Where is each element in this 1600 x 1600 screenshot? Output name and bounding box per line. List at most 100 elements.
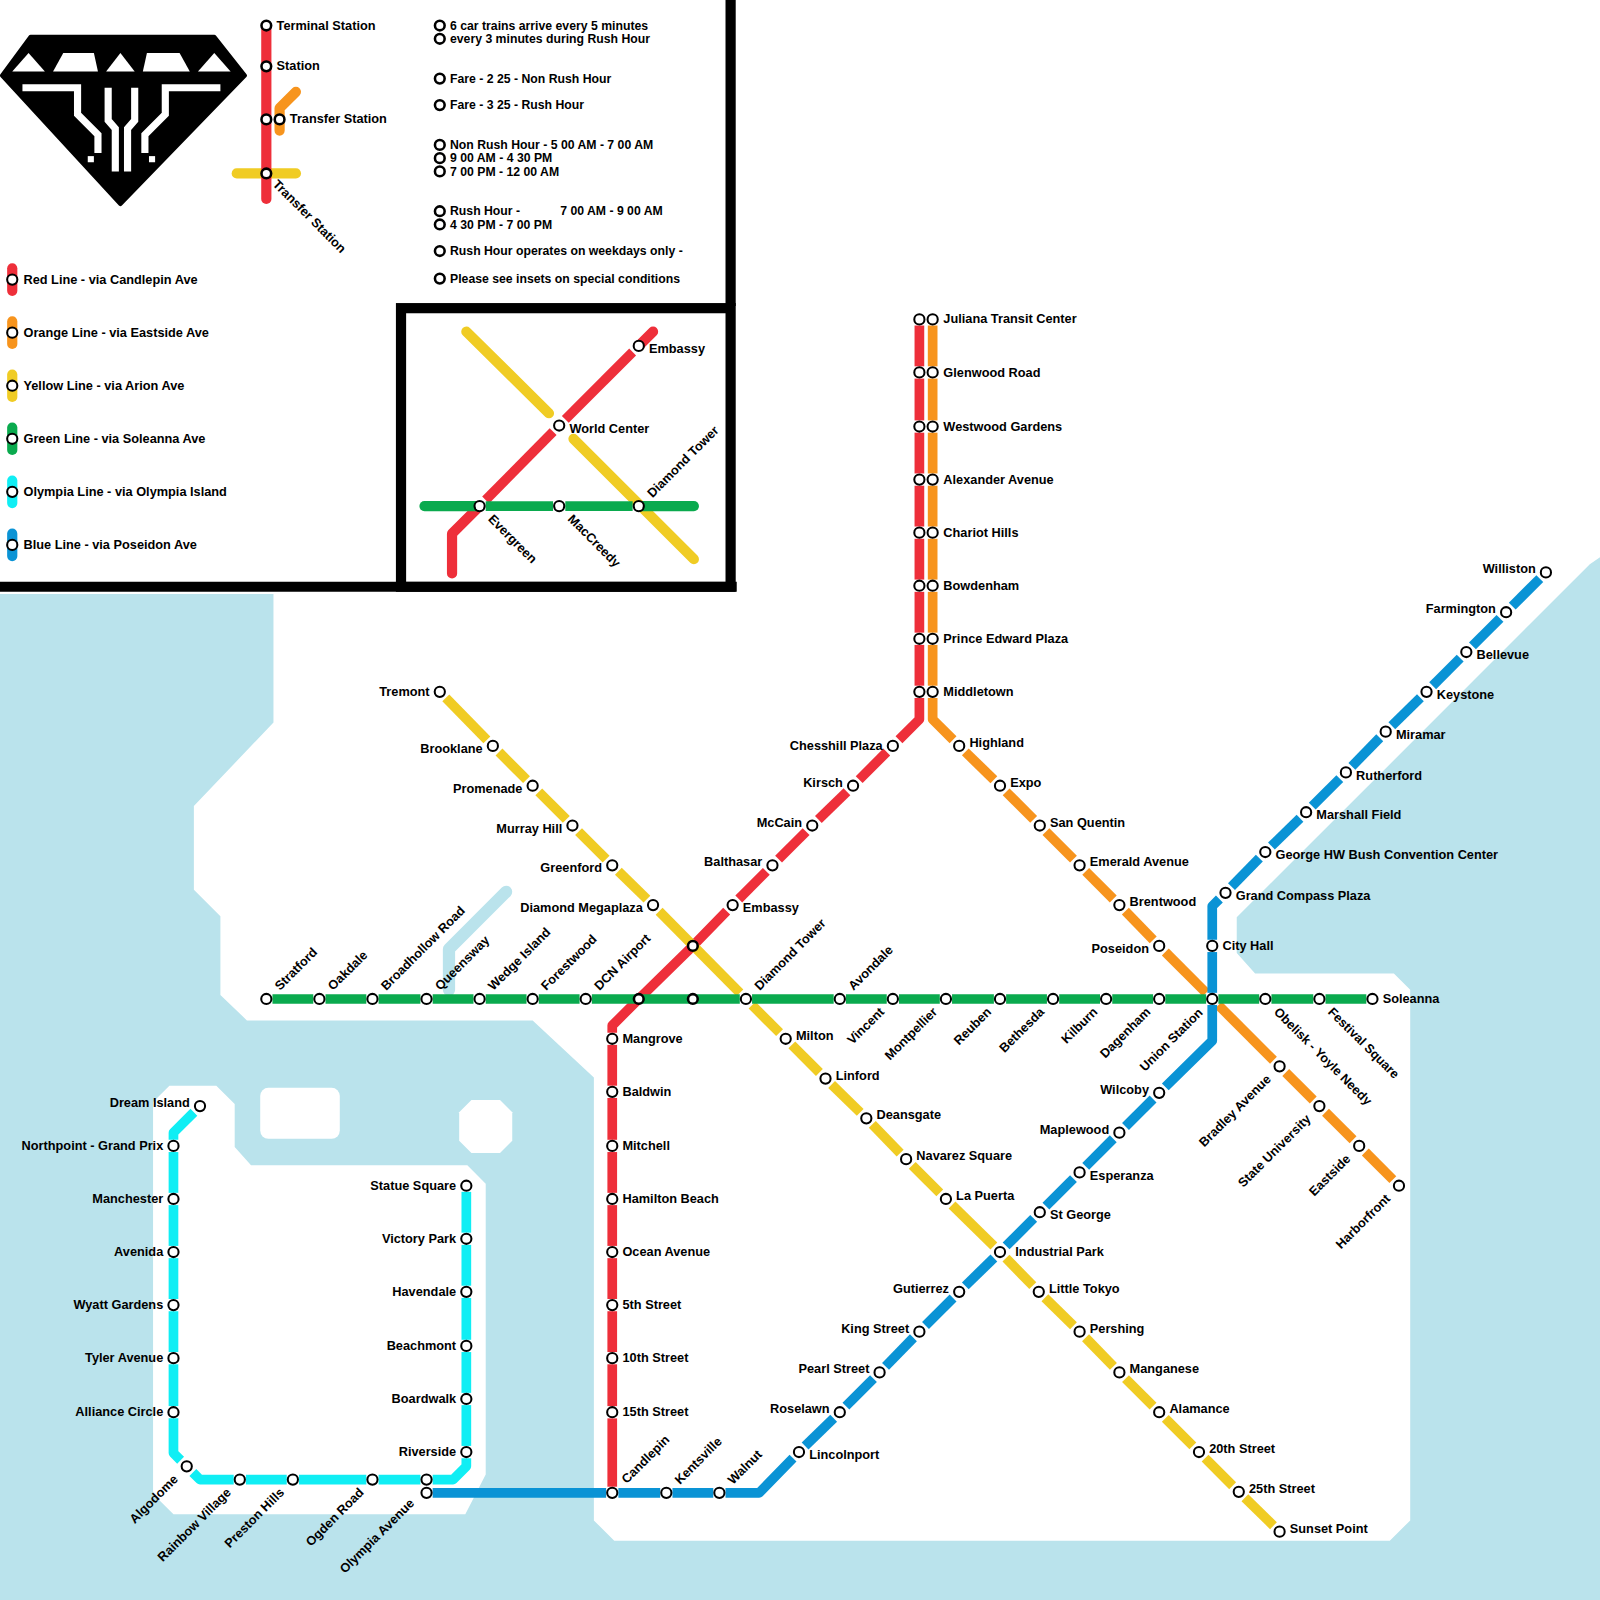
station-marker: Candlepin bbox=[606, 1487, 618, 1499]
route-segment bbox=[832, 1085, 861, 1113]
station-name: Dream Island bbox=[110, 1096, 190, 1110]
station-marker: Little Tokyo bbox=[1033, 1286, 1045, 1298]
label-box: St George bbox=[1050, 1208, 1111, 1222]
station-marker: Bowdenham bbox=[913, 580, 939, 592]
station-marker: Chariot Hills bbox=[913, 527, 939, 539]
route-segment bbox=[1352, 738, 1380, 767]
route-segment bbox=[928, 379, 938, 421]
info-text: 6 car trains arrive every 5 minutes bbox=[450, 18, 648, 32]
route-segment bbox=[1512, 579, 1540, 607]
station-marker: Highland bbox=[953, 740, 965, 752]
route-segment bbox=[618, 871, 647, 899]
route-segment bbox=[915, 592, 925, 633]
info-text: Non Rush Hour - 5 00 AM - 7 00 AM bbox=[450, 138, 653, 152]
station-name: Expo bbox=[1010, 776, 1041, 790]
label-box: 10th Street bbox=[622, 1351, 688, 1365]
station-marker: Reuben bbox=[994, 993, 1006, 1005]
station-marker: 10th Street bbox=[606, 1352, 618, 1364]
route-segment bbox=[1286, 1072, 1314, 1100]
station-name: Tremont bbox=[379, 685, 429, 699]
label-box: Beachmont bbox=[387, 1339, 456, 1353]
station-circle bbox=[913, 420, 925, 432]
land bbox=[0, 0, 1600, 1541]
station-marker: Evergreen bbox=[473, 500, 485, 512]
station-marker: Grand Compass Plaza bbox=[1219, 887, 1231, 899]
station-marker: Bellevue bbox=[1460, 646, 1472, 658]
label-box: Gutierrez bbox=[893, 1282, 949, 1296]
label-box: 4 30 PM - 7 00 PM bbox=[450, 217, 552, 231]
route-segment bbox=[915, 433, 925, 474]
route-segment bbox=[1059, 994, 1100, 1004]
route-segment bbox=[965, 752, 994, 780]
info-text: 4 30 PM - 7 00 PM bbox=[450, 217, 552, 231]
station-marker: Avondale bbox=[834, 993, 846, 1005]
station-name: Alliance Circle bbox=[75, 1405, 163, 1419]
label-box: Kirsch bbox=[803, 776, 843, 790]
label-box: Promenade bbox=[453, 782, 522, 796]
station-marker: Diamond Tower bbox=[633, 500, 645, 512]
route-segment bbox=[461, 1245, 471, 1286]
route-segment bbox=[612, 911, 726, 1032]
station-marker: Embassy bbox=[727, 899, 739, 911]
station-name: Greenford bbox=[540, 861, 602, 875]
station-marker: 5th Street bbox=[606, 1299, 618, 1311]
legend-text: Orange Line - via Eastside Ave bbox=[23, 326, 208, 340]
label-box: Alamance bbox=[1169, 1402, 1229, 1416]
route-segment bbox=[1086, 871, 1114, 899]
label-box: Manchester bbox=[92, 1192, 163, 1206]
bullet-dot bbox=[435, 34, 445, 44]
station-marker: Alamance bbox=[1153, 1406, 1165, 1418]
route-segment bbox=[607, 1311, 617, 1352]
route-segment bbox=[1006, 792, 1034, 820]
line-swatch bbox=[7, 476, 17, 509]
route-segment bbox=[779, 832, 807, 860]
station-marker: Milton bbox=[780, 1033, 792, 1045]
station-circle bbox=[927, 366, 939, 378]
bullet-dot bbox=[435, 206, 445, 216]
label-box: Glenwood Road bbox=[943, 365, 1040, 379]
label-box: Industrial Park bbox=[1015, 1245, 1104, 1259]
station-marker: Tremont bbox=[434, 686, 446, 698]
route-segment bbox=[915, 379, 925, 421]
label-box: Yellow Line - via Arion Ave bbox=[23, 379, 184, 393]
station-marker: Victory Park bbox=[460, 1233, 472, 1245]
route-segment bbox=[818, 792, 847, 820]
station-name: McCain bbox=[757, 815, 802, 829]
info-text: Rush Hour - bbox=[450, 204, 520, 218]
label-box: Ocean Avenue bbox=[622, 1245, 710, 1259]
label-box: Baldwin bbox=[622, 1085, 671, 1099]
logo-facet bbox=[143, 53, 190, 71]
label-box: Miramar bbox=[1396, 728, 1446, 742]
station-name: Baldwin bbox=[622, 1085, 671, 1099]
station-name: Middletown bbox=[943, 685, 1013, 699]
station-marker: Navarez Square bbox=[900, 1153, 912, 1165]
station-marker: Promenade bbox=[527, 780, 539, 792]
route-segment bbox=[1205, 1458, 1233, 1486]
station-marker: Mangrove bbox=[606, 1033, 618, 1045]
route-segment bbox=[805, 1418, 834, 1446]
station-name: King Street bbox=[841, 1321, 909, 1335]
label-box: Alliance Circle bbox=[75, 1405, 163, 1419]
route-segment bbox=[872, 1124, 900, 1153]
station-marker: Wilcoby bbox=[1153, 1087, 1165, 1099]
station-marker: Diamond Megaplaza bbox=[647, 899, 659, 911]
label-box: Orange Line - via Eastside Ave bbox=[23, 326, 208, 340]
info-text: every 3 minutes during Rush Hour bbox=[450, 32, 650, 46]
route-segment bbox=[607, 1364, 617, 1406]
station-name: Hamilton Beach bbox=[622, 1192, 718, 1206]
station-marker: Juliana Transit Center bbox=[913, 313, 939, 325]
info-text: 7 00 AM - 9 00 AM bbox=[560, 204, 663, 218]
route-segment bbox=[1218, 1005, 1273, 1060]
station-marker: Manganese bbox=[1113, 1366, 1125, 1378]
logo-facet bbox=[12, 53, 45, 71]
line-swatch bbox=[7, 316, 17, 349]
station-name: World Center bbox=[569, 421, 649, 435]
station-name: Soleanna bbox=[1383, 992, 1440, 1006]
station-name: Lincolnport bbox=[809, 1448, 879, 1462]
label-box: Olympia Line - via Olympia Island bbox=[23, 485, 226, 499]
route-segment bbox=[246, 1475, 287, 1485]
key-station-dot bbox=[261, 115, 271, 125]
